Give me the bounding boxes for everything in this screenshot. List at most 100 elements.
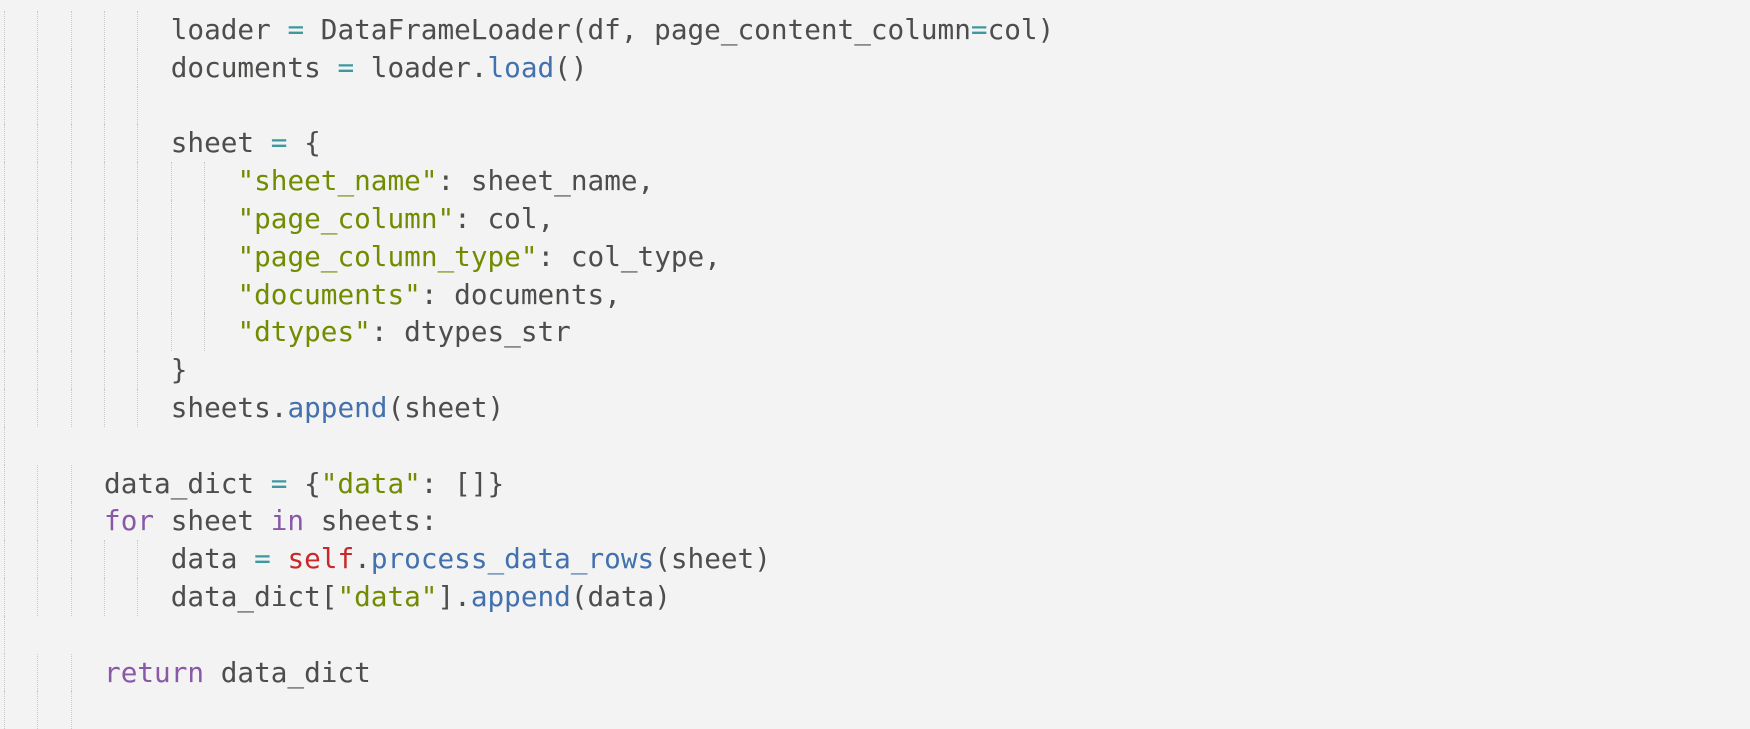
code-token: (sheet) <box>387 390 505 424</box>
indent-guide <box>137 199 139 238</box>
string-token: "dtypes" <box>237 315 371 349</box>
function-token: append <box>287 390 388 424</box>
code-token: loader <box>170 13 288 46</box>
indent-guide <box>104 124 106 163</box>
string-token: "documents" <box>237 277 421 311</box>
code-text: "documents": documents, <box>237 276 620 314</box>
indent-guide <box>104 275 106 314</box>
indent-guide <box>37 124 39 163</box>
indent-guide <box>4 124 5 163</box>
string-token: "sheet_name" <box>237 164 438 198</box>
indent-guide <box>37 86 39 125</box>
code-token: : dtypes_str <box>370 315 571 349</box>
function-token: process_data_rows <box>370 542 655 576</box>
indent-guide <box>137 275 139 314</box>
keyword-token: in <box>270 504 305 538</box>
indent-guide <box>4 426 5 465</box>
indent-guide <box>70 502 72 541</box>
code-token: data_dict[ <box>170 579 338 613</box>
indent-guide <box>4 275 5 314</box>
code-token <box>271 542 288 575</box>
indent-guide <box>170 199 172 238</box>
indent-guide <box>37 388 39 427</box>
indent-guide <box>4 11 5 49</box>
code-token: sheets: <box>304 504 438 538</box>
indent-guide <box>104 48 106 87</box>
indent-guide <box>137 388 139 427</box>
code-token: : col, <box>454 201 555 235</box>
code-text: loader = DataFrameLoader(df, page_conten… <box>171 11 1055 49</box>
indent-guide <box>4 464 5 503</box>
code-token: loader. <box>354 50 488 84</box>
indent-guide <box>204 199 206 238</box>
indent-guide <box>37 199 39 238</box>
indent-guide <box>70 577 72 616</box>
operator-token: = <box>970 13 988 46</box>
operator-token: = <box>270 466 288 500</box>
code-token: () <box>554 50 588 84</box>
indent-guide <box>37 275 39 314</box>
operator-token: = <box>287 13 305 46</box>
code-text: data_dict["data"].append(data) <box>171 578 671 616</box>
code-text: "page_column": col, <box>237 200 554 238</box>
indent-guide <box>4 162 5 200</box>
code-text: data_dict = {"data": []} <box>104 465 504 503</box>
code-token: data_dict <box>104 466 271 500</box>
code-text: documents = loader.load() <box>171 49 588 87</box>
code-token: sheet <box>170 126 271 160</box>
indent-guide <box>4 351 5 389</box>
code-text: "sheet_name": sheet_name, <box>237 162 654 200</box>
indent-guide <box>70 388 72 427</box>
indent-guide <box>4 199 5 238</box>
indent-guide <box>70 11 72 49</box>
code-text: } <box>171 351 188 389</box>
code-token: : col_type, <box>537 239 721 273</box>
indent-guide <box>37 540 39 578</box>
indent-guide <box>37 162 39 200</box>
indent-guide <box>104 11 106 49</box>
code-token: . <box>354 542 371 576</box>
code-text: for sheet in sheets: <box>104 502 437 540</box>
code-text: sheets.append(sheet) <box>171 389 504 427</box>
function-token: load <box>487 50 555 84</box>
code-text: sheet = { <box>171 124 321 162</box>
indent-guide <box>70 653 72 692</box>
indent-guide <box>137 237 139 276</box>
indent-guide <box>104 162 106 200</box>
string-token: "page_column_type" <box>237 239 538 273</box>
indent-guide <box>170 162 172 200</box>
indent-guide <box>104 388 106 427</box>
string-token: "page_column" <box>237 201 455 235</box>
indent-guide <box>137 540 139 578</box>
indent-guide <box>137 124 139 163</box>
indent-guide <box>170 237 172 276</box>
indent-guide <box>4 653 5 692</box>
code-token: sheet <box>154 504 271 538</box>
indent-guide <box>37 237 39 276</box>
operator-token: = <box>337 50 355 84</box>
operator-token: = <box>254 542 271 576</box>
indent-guide <box>37 48 39 87</box>
indent-guide <box>4 237 5 276</box>
indent-guide <box>4 502 5 541</box>
indent-guide <box>37 577 39 616</box>
indent-guide <box>137 577 139 616</box>
indent-guide <box>4 48 5 87</box>
indent-guide <box>4 540 5 578</box>
indent-guide <box>104 577 106 616</box>
indent-guide <box>4 388 5 427</box>
indent-guide <box>70 237 72 276</box>
indent-guide <box>137 86 139 125</box>
indent-guide <box>70 86 72 125</box>
indent-guide <box>137 11 139 49</box>
indent-guide <box>37 691 39 729</box>
indent-guide <box>37 464 39 503</box>
indent-guide <box>70 199 72 238</box>
code-token: documents <box>170 50 338 84</box>
code-token: data <box>170 542 255 576</box>
indent-guide <box>4 313 5 352</box>
indent-guide <box>37 313 39 352</box>
code-text: "dtypes": dtypes_str <box>237 313 570 351</box>
indent-guide <box>37 351 39 389</box>
code-token: { <box>287 126 321 160</box>
